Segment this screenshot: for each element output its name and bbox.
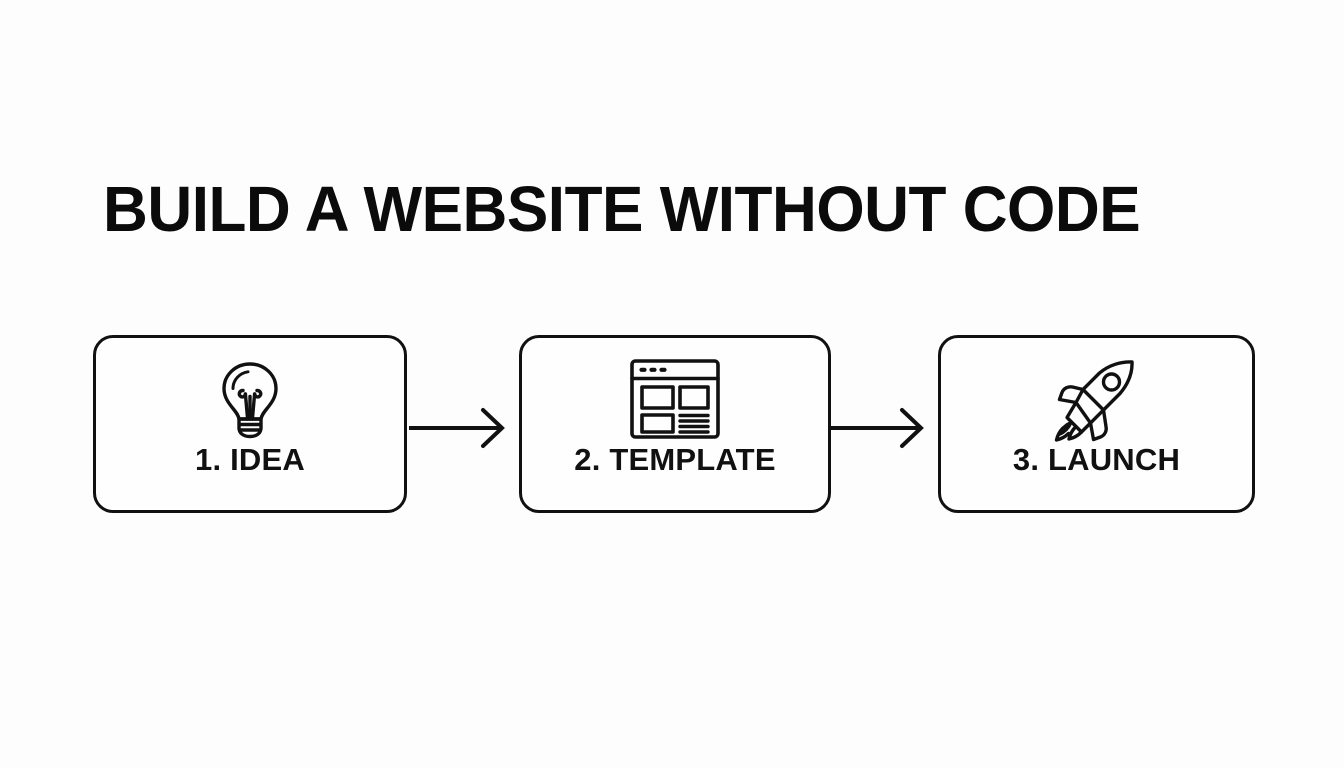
flow-arrow-1 xyxy=(409,405,519,449)
flow-arrow-2 xyxy=(831,405,938,449)
step-card-template[interactable]: 2. TEMPLATE xyxy=(519,335,831,513)
step-label-idea: 1. IDEA xyxy=(195,442,305,477)
browser-wireframe-icon xyxy=(522,358,828,440)
lightbulb-icon xyxy=(96,358,404,440)
step-card-idea[interactable]: 1. IDEA xyxy=(93,335,407,513)
step-label-launch: 3. LAUNCH xyxy=(1012,442,1181,477)
step-card-launch[interactable]: 3. LAUNCH xyxy=(938,335,1255,513)
rocket-icon xyxy=(941,358,1252,442)
page-title: BUILD A WEBSITE WITHOUT CODE xyxy=(103,173,1141,245)
process-flow: 1. IDEA xyxy=(0,335,1344,515)
step-label-template: 2. TEMPLATE xyxy=(574,442,776,477)
